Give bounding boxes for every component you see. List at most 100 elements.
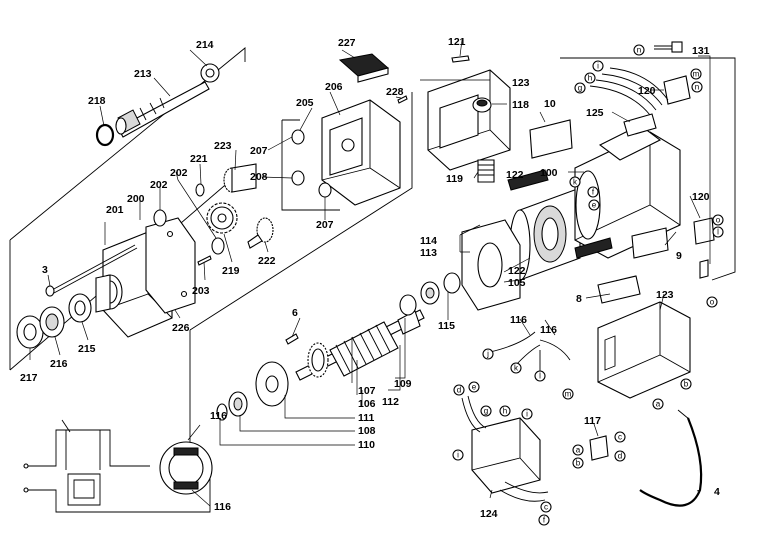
connector-g1: g xyxy=(574,82,586,94)
connector-n1: n xyxy=(633,44,645,56)
label-201: 201 xyxy=(106,204,124,216)
label-202a: 202 xyxy=(170,167,188,179)
svg-text:m: m xyxy=(693,70,700,79)
label-216: 216 xyxy=(50,358,68,370)
armature-part xyxy=(295,309,425,381)
bearings-bracket xyxy=(281,119,340,211)
svg-text:i: i xyxy=(457,451,459,460)
connector-b1: b xyxy=(680,378,692,390)
connector-h2: h xyxy=(499,405,511,417)
svg-text:a: a xyxy=(656,400,661,409)
connector-e1: e xyxy=(588,199,600,211)
connector-i2: i xyxy=(452,449,464,461)
gearbox-housing-part xyxy=(321,99,401,206)
svg-text:j: j xyxy=(486,350,489,359)
label-200: 200 xyxy=(127,193,145,205)
label-122a: 122 xyxy=(506,169,524,181)
label-207b: 207 xyxy=(316,219,334,231)
connector-131-part xyxy=(654,41,683,53)
label-121: 121 xyxy=(448,36,466,48)
label-111: 111 xyxy=(358,412,375,424)
spring-119-part xyxy=(477,159,495,183)
svg-text:i: i xyxy=(526,410,528,419)
washer-217-part xyxy=(16,315,44,349)
label-124: 124 xyxy=(480,508,498,520)
connector-c2: c xyxy=(614,431,626,443)
brush-120b-part xyxy=(693,217,715,245)
svg-text:m: m xyxy=(565,390,572,399)
svg-text:b: b xyxy=(576,459,581,468)
label-10: 10 xyxy=(544,98,556,110)
svg-text:h: h xyxy=(503,407,507,416)
label-6: 6 xyxy=(292,307,298,319)
label-120b: 120 xyxy=(692,191,710,203)
label-105: 105 xyxy=(508,277,526,289)
label-125: 125 xyxy=(586,107,604,119)
screw-121-part xyxy=(451,55,470,63)
svg-text:l: l xyxy=(717,228,719,237)
connector-b2: b xyxy=(572,457,584,469)
flange-plate-part xyxy=(461,219,521,311)
svg-text:a: a xyxy=(576,446,581,455)
label-106: 106 xyxy=(358,398,376,410)
label-116a: 116 xyxy=(510,314,527,326)
label-228: 228 xyxy=(386,86,404,98)
connector-d2: d xyxy=(614,450,626,462)
label-131: 131 xyxy=(692,45,710,57)
label-108: 108 xyxy=(358,425,376,437)
svg-text:n: n xyxy=(695,83,699,92)
bearings-207-part xyxy=(291,129,332,198)
bearing-202-part xyxy=(153,209,225,255)
connector-l1: l xyxy=(712,226,724,238)
svg-text:o: o xyxy=(710,298,715,307)
label-215: 215 xyxy=(78,343,96,355)
screw-6-part xyxy=(285,333,299,345)
label-207a: 207 xyxy=(250,145,268,157)
connector-i1: i xyxy=(592,60,604,72)
label-213: 213 xyxy=(134,68,152,80)
motor-housing-part xyxy=(574,124,681,259)
svg-text:k: k xyxy=(573,178,578,187)
wire-116-part xyxy=(489,331,571,372)
label-8-part xyxy=(597,275,641,304)
label-123b: 123 xyxy=(656,289,674,301)
connector-g2: g xyxy=(480,405,492,417)
connector-e2: e xyxy=(468,381,480,393)
brush-holders-122-part xyxy=(507,169,613,259)
switch-124-part xyxy=(461,395,549,502)
connector-c1: c xyxy=(540,501,552,513)
label-208: 208 xyxy=(250,171,268,183)
svg-text:e: e xyxy=(472,383,477,392)
svg-text:n: n xyxy=(637,46,641,55)
connector-k1: k xyxy=(569,176,581,188)
connector-l2: l xyxy=(534,370,546,382)
field-coil-part xyxy=(509,187,581,281)
terminal-o-part xyxy=(699,259,709,279)
svg-text:k: k xyxy=(514,364,519,373)
rear-cover-part xyxy=(427,69,511,171)
label-117: 117 xyxy=(584,415,601,427)
label-8: 8 xyxy=(576,293,582,305)
connector-j1: j xyxy=(482,348,494,360)
switch-120-part xyxy=(663,75,691,105)
svg-text:g: g xyxy=(484,407,488,416)
washer-221-part xyxy=(195,183,205,197)
label-112: 112 xyxy=(382,396,399,408)
label-107: 107 xyxy=(358,385,376,397)
svg-text:f: f xyxy=(543,516,546,525)
label-116c: 116 xyxy=(210,410,227,422)
svg-text:e: e xyxy=(592,201,597,210)
label-118: 118 xyxy=(512,99,529,111)
label-110: 110 xyxy=(358,439,375,451)
label-119: 119 xyxy=(446,173,463,185)
leader-lines xyxy=(29,39,711,507)
gear-222-part xyxy=(247,217,274,249)
label-9-part xyxy=(631,227,669,259)
connector-o1: o xyxy=(712,214,724,226)
label-223: 223 xyxy=(214,140,232,152)
label-113: 113 xyxy=(420,247,437,259)
connector-m1: m xyxy=(690,68,702,80)
label-116d: 116 xyxy=(214,501,231,513)
gear-223-part xyxy=(223,163,257,193)
